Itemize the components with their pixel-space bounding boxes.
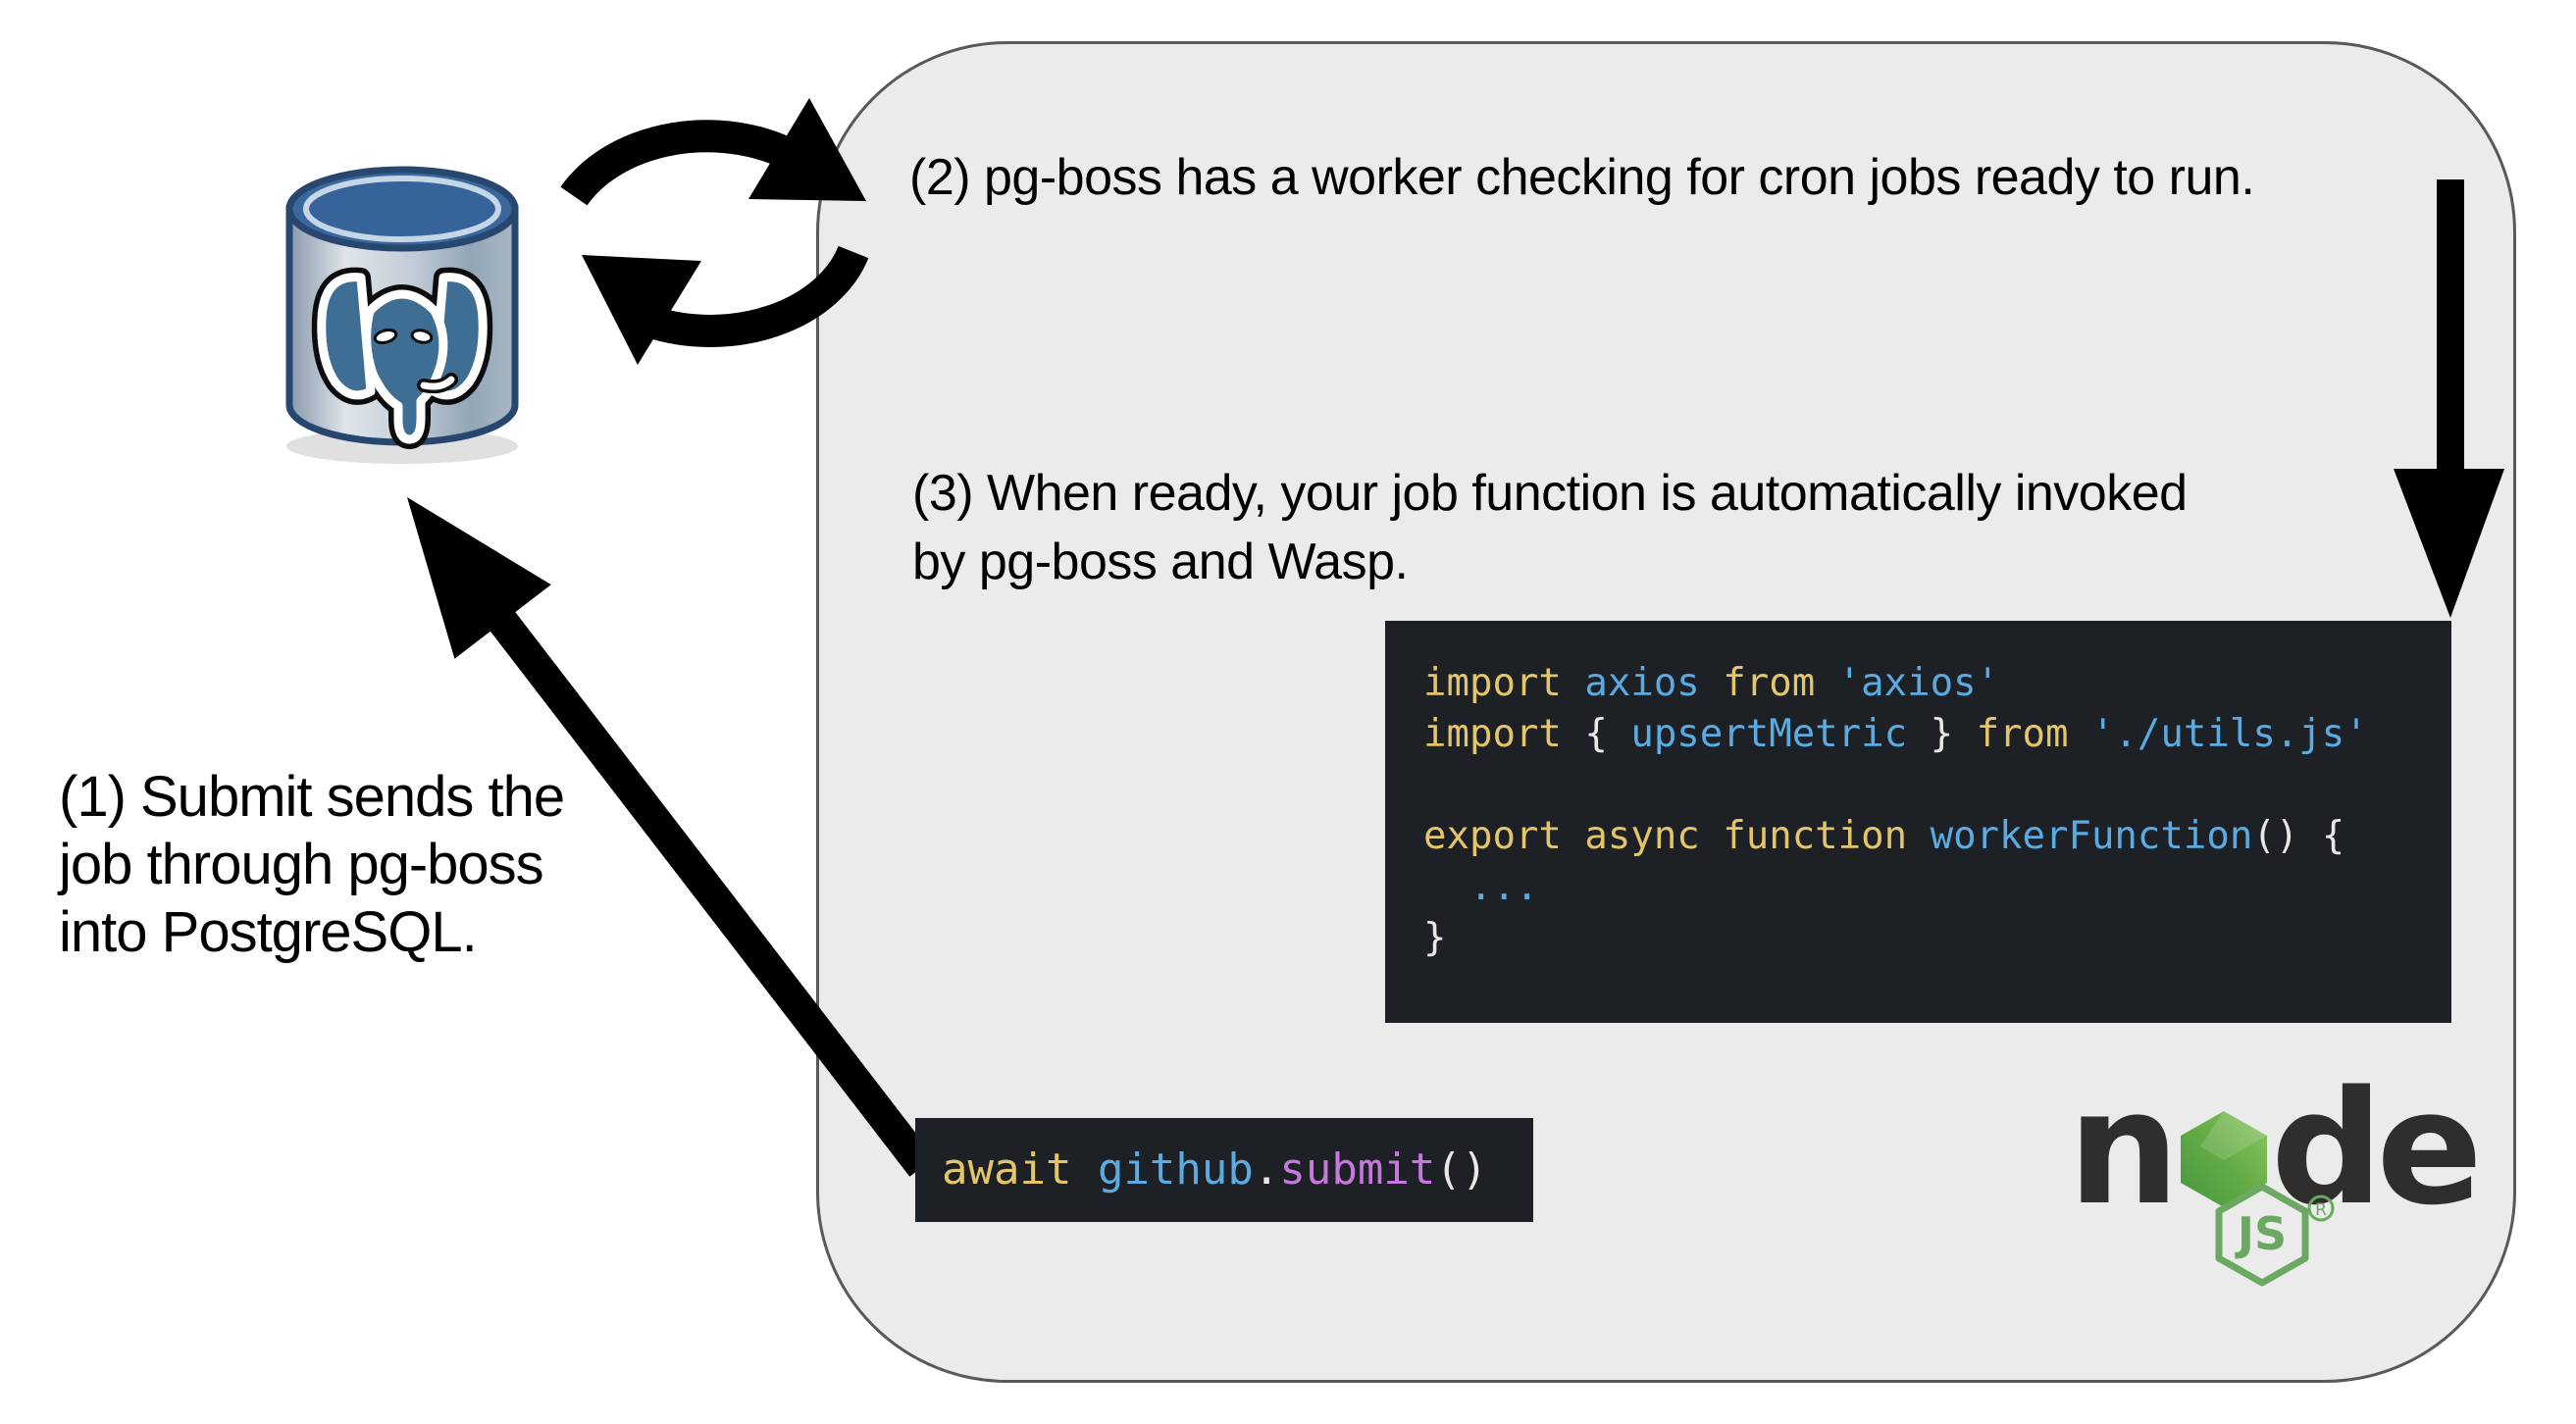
code-line: import { upsertMetric } from './utils.js… <box>1423 712 2368 756</box>
submit-up-arrow <box>392 481 981 1196</box>
nodejs-word-n: n <box>2068 1056 2180 1240</box>
step3-line2: by pg-boss and Wasp. <box>912 534 1409 590</box>
nodejs-logo: n de <box>2068 1056 2483 1240</box>
step3-label: (3) When ready, your job function is aut… <box>912 459 2188 596</box>
step1-line2: job through pg-boss <box>59 833 544 896</box>
postgresql-database-icon <box>275 152 530 476</box>
code-line: await github.submit() <box>942 1144 1488 1195</box>
nodejs-js-badge: JS R <box>2215 1183 2343 1287</box>
nodejs-word-de: de <box>2270 1056 2483 1240</box>
submit-code-block: await github.submit() <box>915 1118 1533 1222</box>
step2-label: (2) pg-boss has a worker checking for cr… <box>909 149 2255 206</box>
step1-line3: into PostgreSQL. <box>59 900 478 964</box>
nodejs-hexagon-icon <box>2179 1109 2269 1209</box>
code-line: ... <box>1423 865 1539 909</box>
code-line: export async function workerFunction() { <box>1423 814 2345 858</box>
step1-line1: (1) Submit sends the <box>59 765 565 829</box>
step1-label: (1) Submit sends the job through pg-boss… <box>59 763 565 966</box>
code-line <box>1423 760 2451 811</box>
nodejs-js-text: JS <box>2235 1207 2287 1260</box>
registered-mark: R <box>2315 1200 2327 1220</box>
elephant-glyph <box>311 267 493 449</box>
invoke-down-arrow <box>2384 177 2513 628</box>
step3-line1: (3) When ready, your job function is aut… <box>912 465 2188 522</box>
sync-cycle-icon <box>544 59 976 432</box>
code-line: } <box>1423 916 1447 960</box>
code-line: import axios from 'axios' <box>1423 661 2000 705</box>
worker-code-block: import axios from 'axios' import { upsert… <box>1385 621 2451 1023</box>
